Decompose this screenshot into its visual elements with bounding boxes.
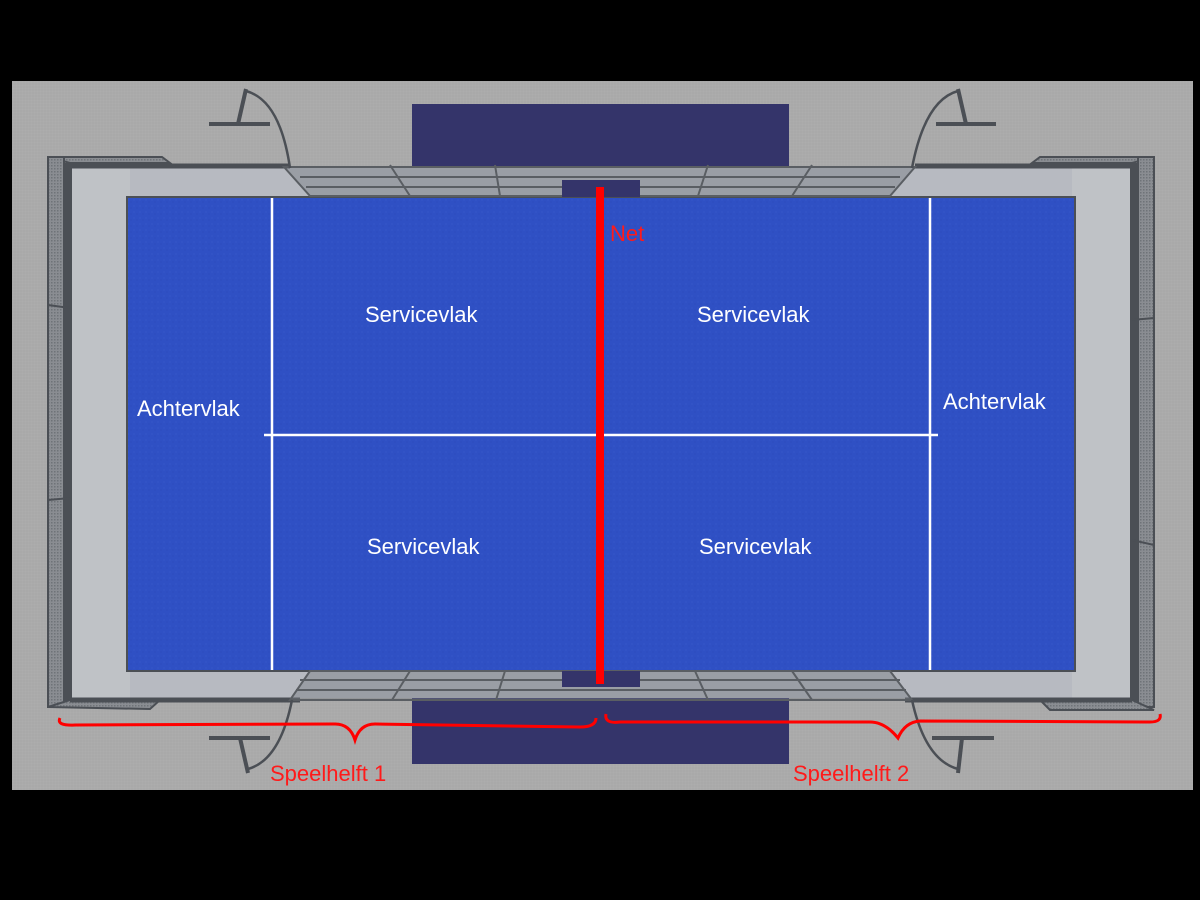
right-wall <box>905 156 1155 711</box>
zone-label-achtervlak-left: Achtervlak <box>137 396 240 421</box>
zone-label-servicevlak-top-left: Servicevlak <box>365 302 478 327</box>
half-label-speelhelft-2: Speelhelft 2 <box>793 761 910 786</box>
top-fence <box>281 164 918 197</box>
lamp-bottom-right-icon <box>910 699 994 774</box>
lamp-bottom-left-icon <box>209 699 294 774</box>
half-label-speelhelft-1: Speelhelft 1 <box>270 761 387 786</box>
brace-speelhelft-1 <box>57 717 598 746</box>
net-label: Net <box>610 221 645 246</box>
left-wall <box>47 156 300 711</box>
zone-label-servicevlak-bottom-right: Servicevlak <box>699 534 812 559</box>
lamp-top-right-icon <box>910 88 996 169</box>
brace-speelhelft-2 <box>604 713 1162 741</box>
zone-label-servicevlak-top-right: Servicevlak <box>697 302 810 327</box>
net <box>596 187 604 684</box>
zone-label-servicevlak-bottom-left: Servicevlak <box>367 534 480 559</box>
zone-label-achtervlak-right: Achtervlak <box>943 389 1046 414</box>
lamp-top-left-icon <box>209 88 292 169</box>
